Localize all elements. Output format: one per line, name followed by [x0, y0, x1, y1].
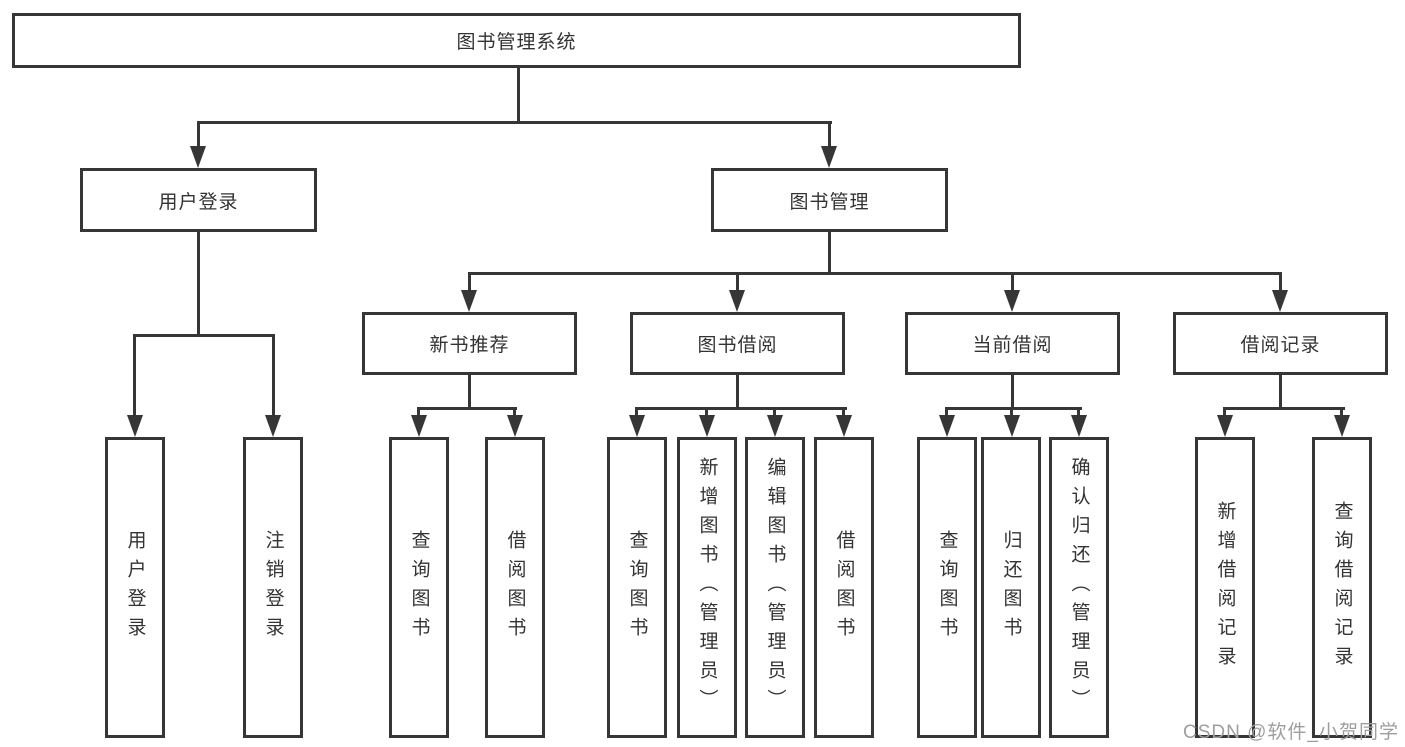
- edge-line: [1279, 375, 1282, 409]
- edge-line: [417, 407, 517, 410]
- arrow-down-icon: [729, 290, 745, 312]
- arrow-down-icon: [411, 415, 427, 437]
- arrow-down-icon: [767, 415, 783, 437]
- leaf-borrow-books: 借阅图书: [814, 437, 874, 738]
- edge-line: [828, 232, 831, 274]
- arrow-down-icon: [190, 146, 206, 168]
- leaf-confirm-return-admin: 确认归还（管理员）: [1049, 437, 1109, 738]
- node-borrow-record: 借阅记录: [1173, 312, 1388, 375]
- arrow-down-icon: [265, 415, 281, 437]
- edge-line: [133, 334, 136, 417]
- edge-line: [197, 121, 832, 124]
- arrow-down-icon: [821, 146, 837, 168]
- arrow-down-icon: [1071, 415, 1087, 437]
- arrow-down-icon: [939, 415, 955, 437]
- arrow-down-icon: [836, 415, 852, 437]
- arrow-down-icon: [507, 415, 523, 437]
- edge-line: [736, 272, 739, 292]
- arrow-down-icon: [1272, 290, 1288, 312]
- edge-line: [197, 232, 200, 336]
- csdn-watermark: CSDN @软件_小贺同学: [1183, 722, 1399, 743]
- node-root: 图书管理系统: [12, 13, 1021, 68]
- edge-line: [417, 407, 420, 417]
- node-book-borrow: 图书借阅: [630, 312, 845, 375]
- node-user-login: 用户登录: [80, 168, 317, 232]
- edge-line: [1223, 407, 1226, 417]
- leaf-logout: 注销登录: [243, 437, 303, 738]
- arrow-down-icon: [461, 290, 477, 312]
- edge-line: [133, 334, 275, 337]
- leaf-query-books-recommend: 查询图书: [389, 437, 449, 738]
- node-book-management: 图书管理: [711, 168, 948, 232]
- edge-line: [468, 272, 1282, 275]
- edge-line: [635, 407, 847, 410]
- edge-line: [705, 407, 708, 417]
- leaf-query-books-borrow: 查询图书: [607, 437, 667, 738]
- edge-line: [513, 407, 516, 417]
- edge-line: [1279, 272, 1282, 292]
- edge-line: [842, 407, 845, 417]
- arrow-down-icon: [1217, 415, 1233, 437]
- edge-line: [468, 272, 471, 292]
- edge-line: [1011, 272, 1014, 292]
- leaf-user-login: 用户登录: [105, 437, 165, 738]
- arrow-down-icon: [1334, 415, 1350, 437]
- edge-line: [272, 334, 275, 417]
- edge-line: [1223, 407, 1345, 410]
- arrow-down-icon: [699, 415, 715, 437]
- edge-line: [945, 407, 1082, 410]
- edge-line: [1010, 407, 1013, 417]
- edge-line: [468, 375, 471, 409]
- edge-line: [1340, 407, 1343, 417]
- leaf-edit-books-admin: 编辑图书（管理员）: [745, 437, 805, 738]
- arrow-down-icon: [1004, 290, 1020, 312]
- edge-line: [197, 121, 200, 148]
- leaf-query-books-current: 查询图书: [917, 437, 977, 738]
- node-current-borrow: 当前借阅: [905, 312, 1120, 375]
- leaf-borrow-books-recommend: 借阅图书: [485, 437, 545, 738]
- leaf-add-borrow-record: 新增借阅记录: [1195, 437, 1255, 738]
- edge-line: [736, 375, 739, 409]
- leaf-add-books-admin: 新增图书（管理员）: [677, 437, 737, 738]
- edge-line: [773, 407, 776, 417]
- edge-line: [635, 407, 638, 417]
- node-new-book-recommend: 新书推荐: [362, 312, 577, 375]
- arrow-down-icon: [127, 415, 143, 437]
- edge-line: [945, 407, 948, 417]
- leaf-return-books: 归还图书: [981, 437, 1041, 738]
- edge-line: [517, 68, 520, 123]
- arrow-down-icon: [1004, 415, 1020, 437]
- arrow-down-icon: [629, 415, 645, 437]
- edge-line: [1077, 407, 1080, 417]
- leaf-query-borrow-record: 查询借阅记录: [1312, 437, 1372, 738]
- edge-line: [828, 121, 831, 148]
- edge-line: [1011, 375, 1014, 409]
